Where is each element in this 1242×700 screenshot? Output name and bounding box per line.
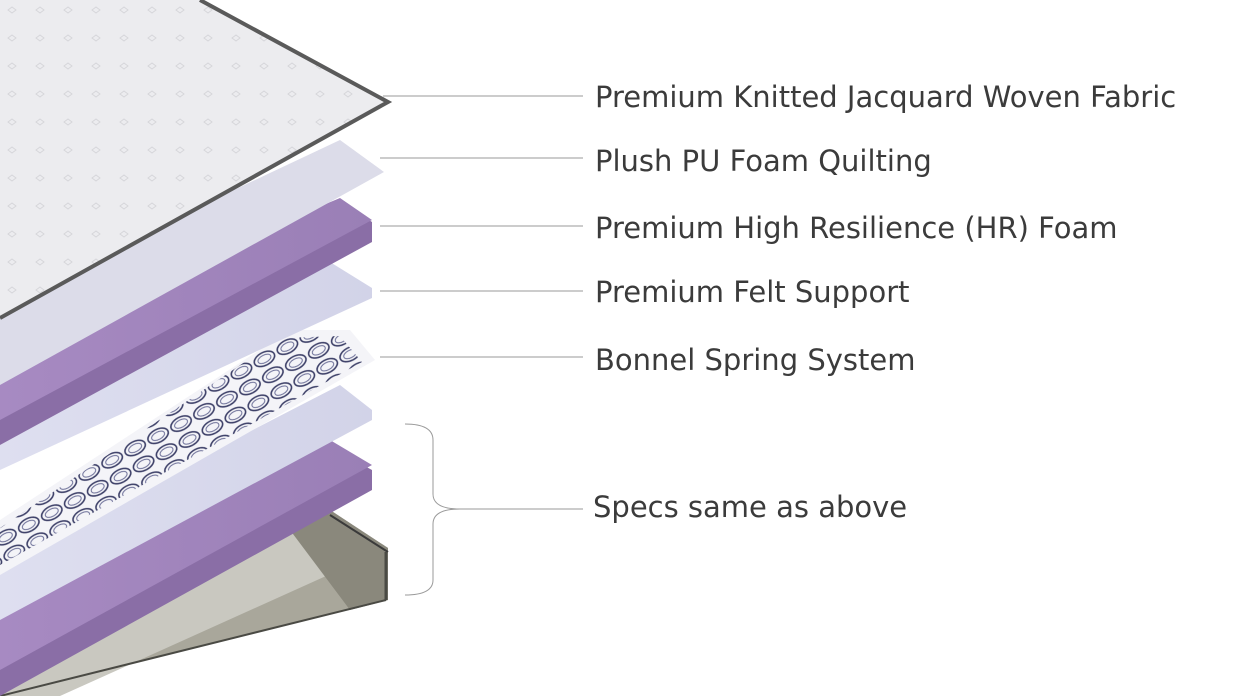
lower-felt-layer — [0, 385, 372, 620]
label-same-as-above: Specs same as above — [593, 490, 908, 524]
quilting-layer — [0, 140, 384, 385]
lower-hr-foam-layer — [0, 440, 372, 696]
base-layer — [0, 510, 389, 697]
leader-lines — [380, 95, 583, 596]
label-hr-foam: Premium High Resilience (HR) Foam — [595, 211, 1118, 245]
label-fabric: Premium Knitted Jacquard Woven Fabric — [595, 80, 1177, 114]
upper-hr-foam-layer — [0, 198, 372, 445]
bracket — [404, 423, 461, 596]
fabric-layer — [0, 0, 393, 320]
label-springs: Bonnel Spring System — [595, 343, 916, 377]
upper-felt-layer — [0, 262, 372, 470]
spring-layer — [0, 330, 375, 575]
label-quilting: Plush PU Foam Quilting — [595, 144, 932, 178]
label-felt: Premium Felt Support — [595, 275, 910, 309]
